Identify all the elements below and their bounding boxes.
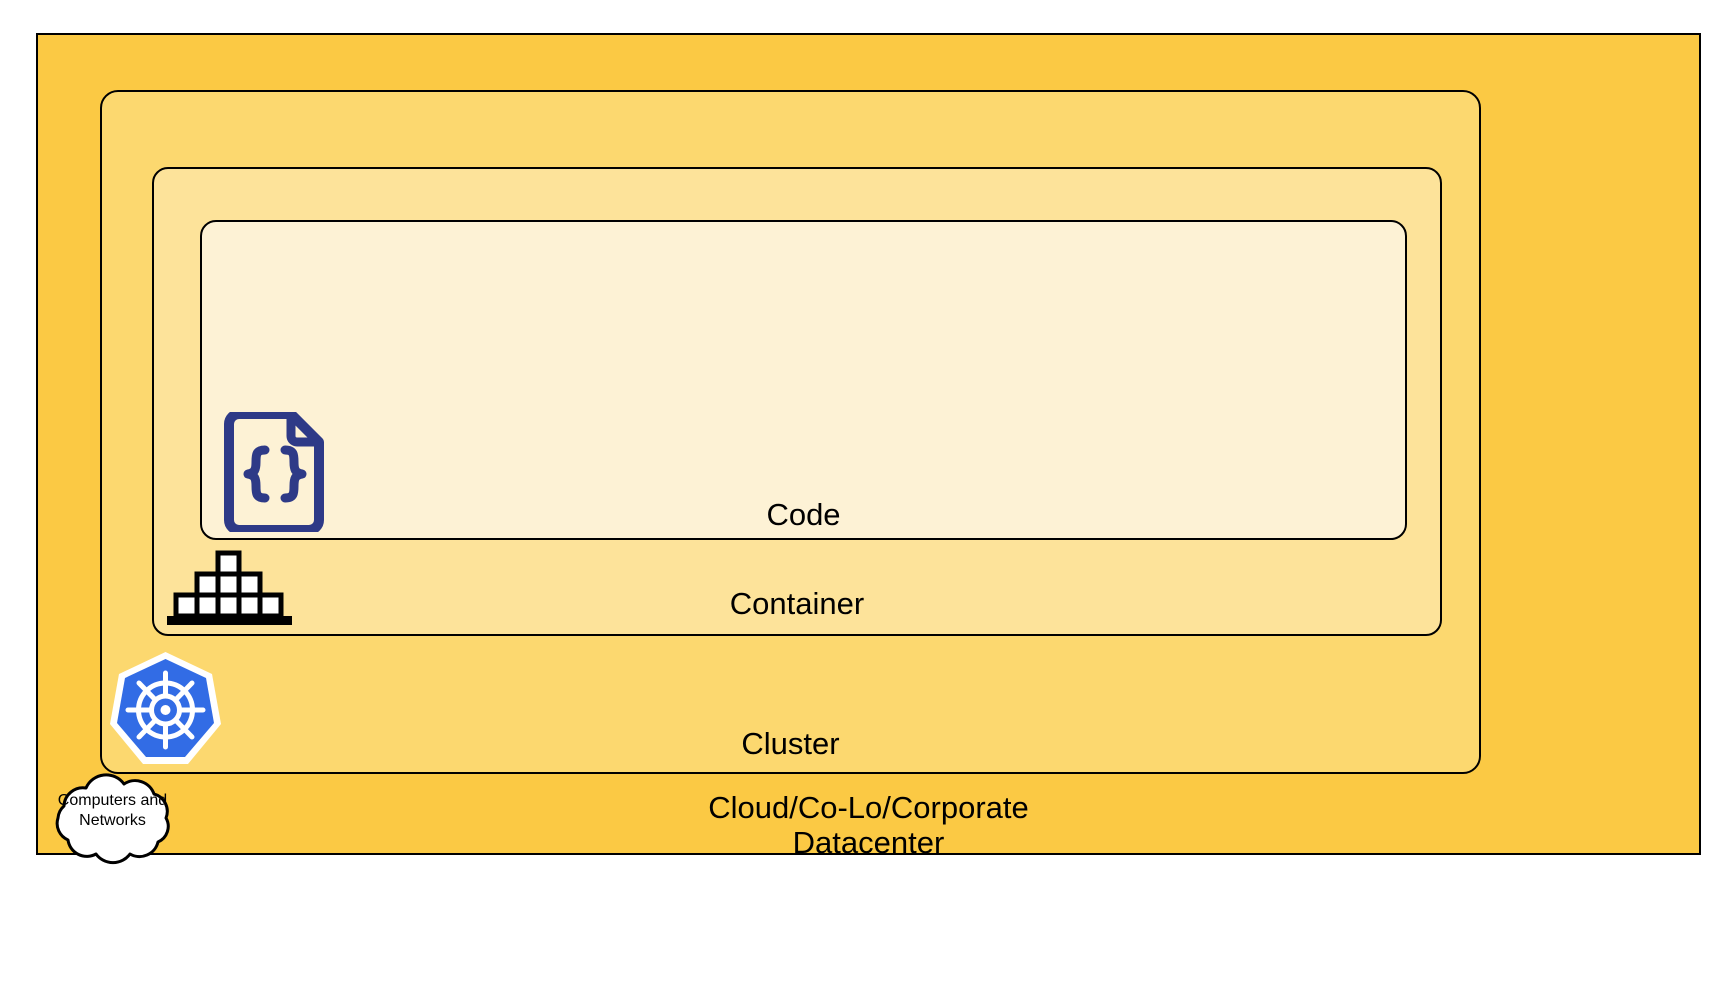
layer-code [200, 220, 1407, 540]
kubernetes-icon-svg [110, 652, 221, 764]
layer-label-code: Code [766, 497, 841, 532]
code-document-icon-svg [224, 409, 324, 535]
cloud-icon-svg [55, 773, 170, 865]
layer-label-datacenter: Cloud/Co-Lo/Corporate Datacenter [708, 790, 1029, 860]
layer-label-container: Container [729, 586, 865, 621]
code-document-icon [219, 409, 327, 535]
kubernetes-icon [108, 650, 223, 768]
layer-label-cluster: Cluster [741, 726, 840, 761]
container-blocks-icon-svg [167, 550, 292, 625]
container-blocks-icon [167, 550, 292, 628]
cloud-icon [30, 772, 195, 870]
